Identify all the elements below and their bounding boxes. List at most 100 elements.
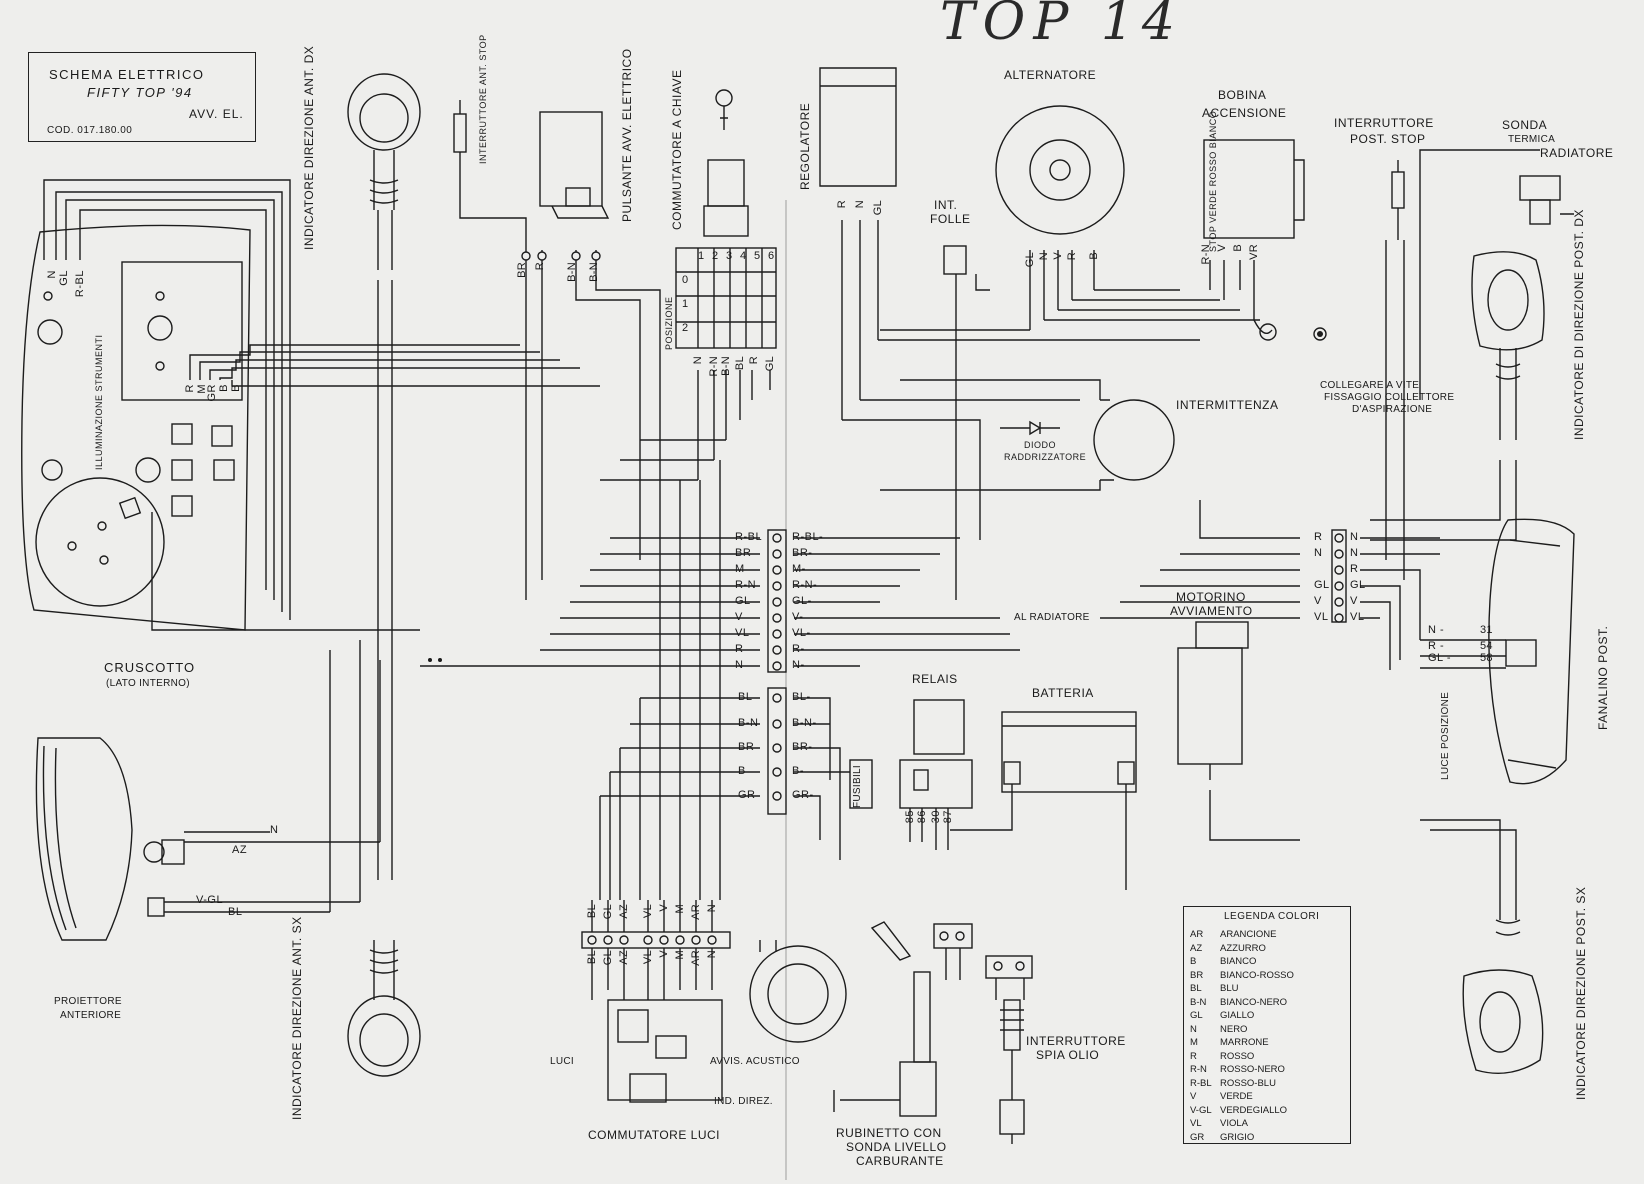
rubinetto-label-1: RUBINETTO CON [836,1126,942,1140]
commutatore-luci-wire-top-3: VL [642,904,654,919]
commutatore-luci-label: COMMUTATORE LUCI [588,1128,721,1142]
alternatore-wire-3: R [1066,252,1078,261]
key-switch-pos-2: 3 [726,250,733,262]
center-connector-lower-left-0: BL [738,691,753,703]
center-connector-lower-right-3: B- [792,765,804,777]
center-connector-lower-left-2: BR [738,741,755,753]
commutatore-luci-wire-bot-3: VL [642,950,654,965]
alternatore-wire-2: V [1052,252,1064,260]
commutatore-luci-wire-bot-1: GL [602,950,614,966]
right-connector-body [1331,529,1347,623]
legend-code: N [1190,1023,1197,1035]
legend-name: BIANCO [1220,956,1257,967]
regolatore-wire-1: N [854,200,866,209]
key-switch-wire-2: B-N [720,356,732,376]
fusibili-label: FUSIBILI [852,765,863,808]
alternatore-wire-0: GL [1024,252,1036,268]
legend-name: VERDE [1220,1091,1253,1102]
commutatore-luci-conn-top [581,931,731,949]
legend-code: B [1190,956,1197,967]
cruscotto-wire-mid-3: B [218,384,230,392]
center-connector-lower-left-3: B [738,765,746,777]
int-folle-label-1: INT. [934,198,958,212]
legend-code: V [1190,1091,1197,1102]
bobina-wire-3: VR [1248,244,1260,260]
ind-post-dx-label: INDICATORE DI DIREZIONE POST. DX [1572,209,1586,440]
right-connector-right-2: R [1350,563,1359,575]
commutatore-luci-wire-top-6: AR [690,904,702,920]
bobina-wire-0: R-N [1200,244,1212,265]
legend-code: VL [1190,1118,1202,1129]
commutatore-luci-wire-top-1: GL [602,904,614,920]
cruscotto-wire-top-2: R-BL [74,270,86,298]
title-line-1: SCHEMA ELETTRICO [49,67,205,82]
diodo-label-2: RADDRIZZATORE [1004,452,1087,462]
sonda-label-1: SONDA [1502,118,1548,132]
legend-title: LEGENDA COLORI [1224,911,1320,922]
center-connector-lower-body [767,687,787,815]
proiettore-wire-3: BL [228,906,243,918]
relais-body [913,699,965,755]
relais-pin-0: 85 [904,810,916,824]
center-connector-left-8: N [735,659,744,671]
center-connector-left-1: BR [735,547,752,559]
interruttore-ant-stop-label: INTERRUTTORE ANT. STOP [478,34,488,164]
commutatore-luci-wire-bot-0: BL [586,950,598,965]
legend-name: MARRONE [1220,1037,1269,1048]
legend-code: M [1190,1037,1198,1048]
fanalino-pin-0: 31 [1480,624,1493,636]
legend-code: B-N [1190,996,1207,1008]
proiettore-wire-1: AZ [232,844,248,856]
alternatore-wire-1: N [1038,252,1050,261]
legend-name: GRIGIO [1220,1131,1255,1143]
luci-label: LUCI [550,1056,574,1067]
fanalino-pin-2: 58 [1480,652,1493,664]
commutatore-luci-wire-top-5: M [674,904,686,914]
commutatore-luci-wire-top-4: V [658,904,670,912]
motorino-label-1: MOTORINO [1176,590,1246,604]
title-code: COD. 017.180.00 [47,125,133,136]
center-connector-right-6: VL- [792,627,811,639]
fanalino-wire-0: N - [1428,624,1445,636]
right-connector-left-3: GL [1314,579,1330,591]
speedometer [35,477,165,607]
fanalino-label: FANALINO POST. [1596,625,1610,730]
legend-code: AR [1190,929,1204,940]
regolatore-body [819,67,897,187]
fanalino-pin-1: 54 [1480,640,1493,652]
alternatore-body [995,105,1125,235]
legend-name: ROSSO [1220,1050,1255,1062]
center-connector-left-0: R-BL [735,531,763,543]
regolatore-wire-2: GL [872,200,884,216]
ind-post-sx-label: INDICATORE DIREZIONE POST. SX [1574,886,1588,1100]
center-connector-lower-left-4: GR [738,789,756,801]
sonda-label-3: RADIATORE [1540,146,1614,160]
center-connector-left-3: R-N [735,579,757,591]
center-connector-left-7: R [735,643,744,655]
motorino-label-2: AVVIAMENTO [1170,604,1253,618]
center-connector-right-7: R- [792,643,805,655]
center-connector-lower-right-0: BL- [792,691,811,703]
ind-ant-sx-label: INDICATORE DIREZIONE ANT. SX [290,916,304,1120]
legend-code: R [1190,1050,1197,1062]
center-connector-left-2: M [735,563,745,575]
center-connector-lower-left-1: B-N [738,717,759,729]
right-connector-right-1: N [1350,547,1359,559]
center-connector-left-6: VL [735,627,750,639]
regolatore-wire-0: R [836,200,848,209]
avvisatore-body [749,945,847,1043]
cruscotto-label: CRUSCOTTO [104,660,196,675]
pulsante-wire-3: B-N [588,262,600,282]
proiettore-wire-0: N [270,824,279,836]
center-connector-right-1: BR- [792,547,813,559]
illuminazione-label: ILLUMINAZIONE STRUMENTI [94,334,104,470]
rubinetto-label-2: SONDA LIVELLO [846,1140,947,1154]
cruscotto-wire-top-0: N [46,270,58,279]
int-post-stop-label-1: INTERRUTTORE [1334,116,1434,130]
key-switch-row-0: 0 [682,274,689,286]
center-connector-left-4: GL [735,595,751,607]
title-line-2: FIFTY TOP '94 [87,85,193,100]
center-connector-right-3: R-N- [792,579,818,591]
